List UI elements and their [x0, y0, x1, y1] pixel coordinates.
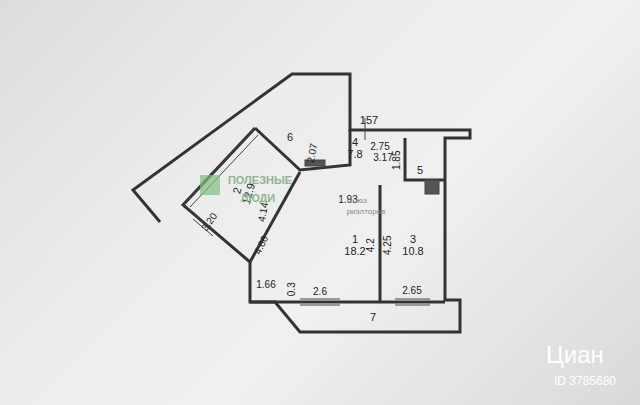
- room-number: 7: [370, 311, 376, 323]
- dimension-label: 2.6: [313, 287, 327, 298]
- window: [395, 299, 430, 305]
- room-number: 4: [347, 136, 362, 148]
- watermark-text: ID 3785680: [554, 375, 616, 388]
- dimension-label: 1.66: [256, 280, 275, 291]
- room-area-value: 10.8: [402, 245, 423, 257]
- dimension-label: 157: [360, 115, 378, 127]
- inner-wall: [255, 128, 350, 170]
- dimension-label: 4.14: [257, 202, 271, 223]
- room-area: 118.2: [342, 232, 367, 258]
- dimension-label: 3.17: [373, 153, 392, 164]
- watermark-text: ЛЮДИ: [241, 193, 276, 205]
- stove-symbol: [425, 180, 439, 194]
- room-area-value: 7.8: [347, 148, 362, 160]
- dimension-label: 2.75: [370, 142, 389, 153]
- watermark-text: риэлторов: [347, 208, 386, 216]
- dimension-label: 4.66: [253, 234, 271, 256]
- dimension-label: 1.85: [393, 150, 404, 169]
- logo-square: [200, 175, 220, 195]
- room-area-value: 18.2: [344, 245, 365, 257]
- dimension-label: 0.3: [287, 282, 298, 296]
- room-number: 1: [344, 233, 365, 245]
- inner-wall: [250, 301, 445, 304]
- room-area: 5: [415, 163, 425, 177]
- watermark-text: ПОЛЕЗНЫЕ: [228, 175, 292, 187]
- room-number: 6: [287, 131, 293, 143]
- room-area: 7: [368, 310, 378, 324]
- room-area: 47.8: [345, 135, 364, 161]
- dimension-label: 3.20: [200, 211, 220, 233]
- inner-wall: [405, 138, 445, 180]
- inner-wall: [379, 185, 382, 302]
- dimension-label: 2.65: [402, 286, 421, 297]
- outer-wall: [133, 74, 470, 332]
- room-area: 310.8: [400, 232, 425, 258]
- watermark-text: Союз: [347, 197, 367, 205]
- dimension-label: 4.25: [384, 235, 395, 254]
- window: [300, 299, 340, 305]
- room-area: 6: [285, 130, 295, 144]
- room-number: 3: [402, 233, 423, 245]
- dimension-label: 4.2: [366, 238, 377, 252]
- watermark-text: Циан: [546, 342, 604, 367]
- room-number: 5: [417, 164, 423, 176]
